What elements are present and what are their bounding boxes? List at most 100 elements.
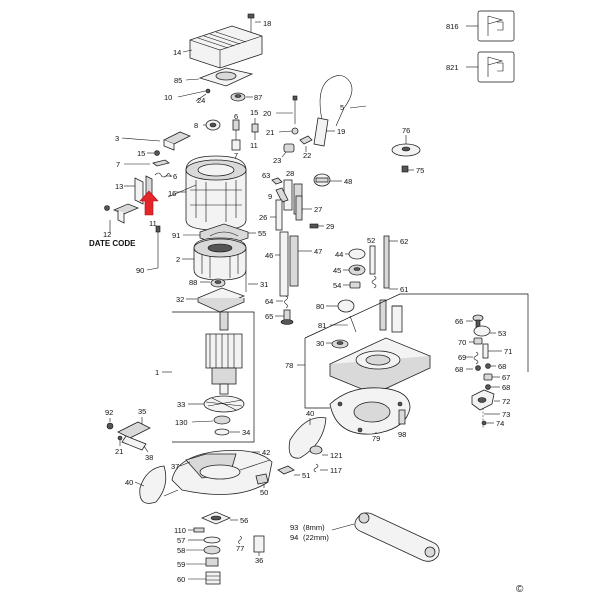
nut-54 [343, 281, 361, 289]
stator-2 [182, 237, 247, 281]
base-box-78 [297, 293, 529, 409]
label-91: 91 [172, 231, 180, 240]
label-80: 80 [316, 302, 324, 311]
label-6a: 6 [234, 112, 238, 121]
spring-6b [154, 172, 172, 178]
screw-29 [309, 223, 324, 229]
label-38: 38 [145, 453, 153, 462]
label-70: 70 [458, 338, 466, 347]
spring-117 [313, 463, 328, 473]
label-18: 18 [263, 19, 271, 28]
nut-60 [188, 571, 221, 585]
label-92: 92 [105, 408, 113, 417]
wrench-size-94: (22mm) [303, 533, 329, 542]
label-72: 72 [502, 397, 510, 406]
label-19: 19 [337, 127, 345, 136]
label-90: 90 [136, 266, 144, 275]
label-48: 48 [344, 177, 352, 186]
screw-65 [275, 309, 294, 325]
label-10: 10 [164, 93, 172, 102]
label-63: 63 [262, 171, 270, 180]
label-7b: 7 [116, 160, 120, 169]
rod-62 [383, 235, 398, 289]
label-1: 1 [155, 368, 159, 377]
label-31: 31 [260, 280, 268, 289]
copyright-mark: © [516, 584, 524, 595]
rods-base [379, 299, 403, 333]
washer-21b [117, 435, 123, 446]
label-21a: 21 [266, 128, 274, 137]
date-code-arrow [139, 190, 159, 216]
label-2: 2 [176, 255, 180, 264]
label-32: 32 [176, 295, 184, 304]
label-74: 74 [496, 419, 504, 428]
bar-27 [295, 195, 312, 221]
label-34: 34 [242, 428, 250, 437]
handle-40a [288, 417, 327, 459]
part-9 [275, 187, 289, 203]
label-11top: 11 [250, 141, 258, 150]
washer-76 [391, 135, 421, 157]
label-35: 35 [138, 407, 146, 416]
washer-34 [214, 428, 240, 436]
label-68a: 68 [498, 362, 506, 371]
label-67: 67 [502, 373, 510, 382]
base-plate [329, 337, 431, 395]
label-79: 79 [372, 434, 380, 443]
label-42: 42 [262, 448, 270, 457]
washer-30 [326, 339, 349, 349]
label-30: 30 [316, 339, 324, 348]
label-15b: 15 [137, 149, 145, 158]
fan-33 [188, 395, 245, 413]
label-40a: 40 [306, 409, 314, 418]
column-47 [289, 235, 312, 287]
bearing-130 [191, 415, 231, 425]
clip-22 [299, 135, 313, 152]
handle-40b [134, 465, 167, 504]
bearing-8 [203, 119, 221, 131]
screw-18 [247, 13, 261, 32]
label-68b: 68 [455, 365, 463, 374]
screw-98 [398, 409, 406, 425]
label-56: 56 [240, 516, 248, 525]
label-3: 3 [115, 134, 119, 143]
clip-51 [277, 465, 300, 476]
knob-48 [313, 173, 342, 187]
label-9: 9 [268, 192, 272, 201]
column-46 [275, 231, 289, 297]
label-8: 8 [194, 121, 198, 130]
label-76: 76 [402, 126, 410, 135]
label-45: 45 [333, 266, 341, 275]
nut-59 [186, 557, 219, 567]
label-29: 29 [326, 222, 334, 231]
label-23: 23 [273, 156, 281, 165]
part-50 [255, 473, 269, 488]
label-821: 821 [446, 63, 459, 72]
part-68c [485, 384, 500, 390]
label-117: 117 [330, 466, 342, 475]
label-121: 121 [330, 451, 343, 460]
motor-cover-14 [182, 25, 263, 69]
nut-23 [281, 143, 295, 158]
label-28: 28 [286, 169, 294, 178]
washer-57 [188, 536, 221, 544]
label-110: 110 [174, 526, 186, 535]
label-98: 98 [398, 430, 406, 439]
label-69: 69 [458, 353, 466, 362]
wrench-93-94 [331, 512, 440, 562]
label-71: 71 [504, 347, 512, 356]
kit-box-816 [466, 10, 515, 42]
knob-80 [326, 299, 355, 313]
label-27: 27 [314, 205, 322, 214]
spring-77 [238, 535, 242, 545]
label-6b: 6 [173, 172, 177, 181]
label-52: 52 [367, 236, 375, 245]
label-65: 65 [265, 312, 273, 321]
knob-53 [473, 325, 496, 337]
spring-64 [276, 295, 288, 309]
brush-holder-6-7 [231, 119, 241, 151]
label-36: 36 [255, 556, 263, 565]
handle-lever-35 [117, 417, 151, 451]
label-73: 73 [502, 410, 510, 419]
